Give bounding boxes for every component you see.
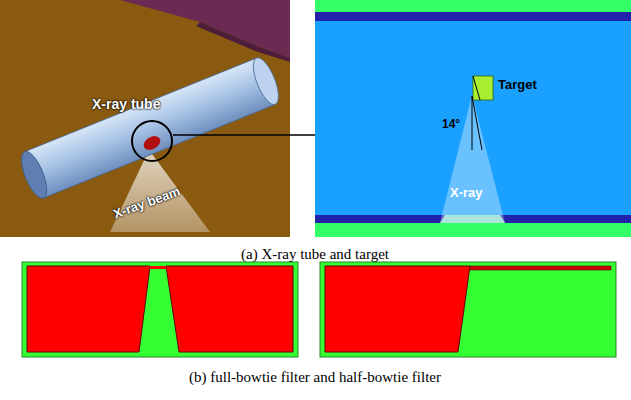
part-label: Target [498,78,537,93]
scene-3d [0,0,290,237]
part-label: X-ray tube [92,96,160,112]
subfigure-caption: (b) full-bowtie filter and half-bowtie f… [189,369,441,386]
part-label: X-ray [450,186,483,201]
half-bowtie-filter [320,262,616,357]
subfigure-caption: (a) X-ray tube and target [241,246,389,263]
cross-section [315,0,631,237]
angle-label: 14° [442,118,460,132]
full-bowtie-filter [22,262,298,357]
